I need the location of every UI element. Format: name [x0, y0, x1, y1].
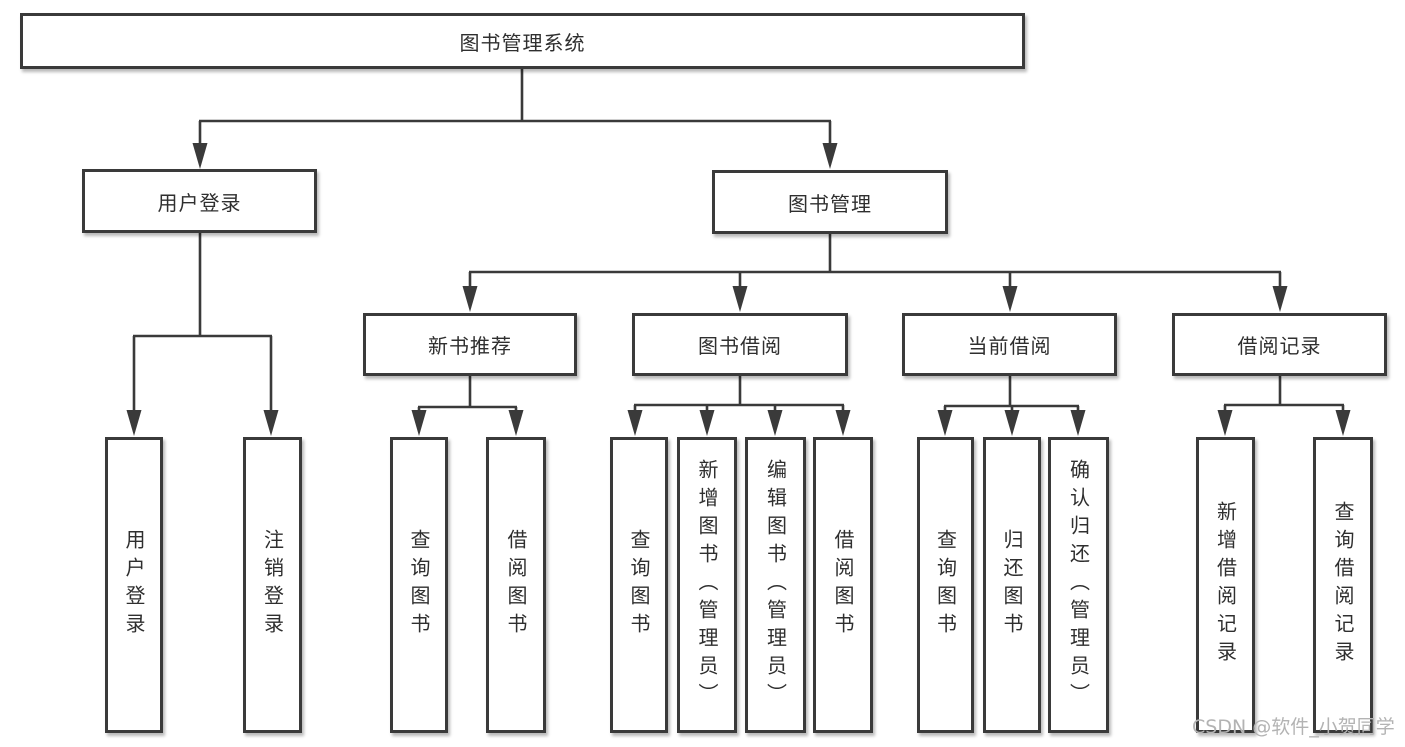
node-current-borrow: 当前借阅	[902, 313, 1117, 376]
connector-root-branch	[192, 69, 838, 169]
leaf-newrec-borrow-books-label: 借阅图书	[504, 529, 528, 641]
node-book-borrow: 图书借阅	[632, 313, 848, 376]
node-borrow-records: 借阅记录	[1172, 313, 1387, 376]
leaf-borrow-add-books-admin-label: 新增图书（管理员）	[695, 459, 719, 711]
leaf-borrow-borrow-books-label: 借阅图书	[831, 529, 855, 641]
leaf-records-query-record-label: 查询借阅记录	[1331, 501, 1355, 669]
node-current-borrow-label: 当前借阅	[967, 334, 1052, 358]
leaf-borrow-edit-books-admin-label: 编辑图书（管理员）	[763, 459, 788, 711]
node-library-system: 图书管理系统	[20, 13, 1025, 69]
node-borrow-records-label: 借阅记录	[1237, 334, 1322, 358]
connector-user-login-branch	[126, 233, 279, 436]
connector-book-management-branch	[462, 234, 1288, 312]
leaf-newrec-query-books-label: 查询图书	[407, 529, 431, 641]
leaf-logout: 注销登录	[243, 437, 302, 733]
leaf-current-confirm-return-admin-label: 确认归还（管理员）	[1066, 459, 1091, 711]
leaf-borrow-edit-books-admin: 编辑图书（管理员）	[745, 437, 806, 733]
watermark: CSDN @软件_小贺同学	[1192, 716, 1395, 738]
node-library-system-label: 图书管理系统	[459, 30, 586, 55]
leaf-borrow-add-books-admin: 新增图书（管理员）	[677, 437, 737, 733]
node-user-login: 用户登录	[82, 169, 317, 233]
leaf-logout-label: 注销登录	[260, 529, 285, 641]
leaf-records-query-record: 查询借阅记录	[1313, 437, 1373, 733]
leaf-current-return-books-label: 归还图书	[1000, 529, 1024, 641]
leaf-current-return-books: 归还图书	[983, 437, 1041, 733]
leaf-borrow-query-books-label: 查询图书	[627, 529, 651, 641]
node-book-management-label: 图书管理	[788, 191, 872, 216]
leaf-borrow-query-books: 查询图书	[610, 437, 668, 733]
leaf-newrec-borrow-books: 借阅图书	[486, 437, 546, 733]
leaf-current-confirm-return-admin: 确认归还（管理员）	[1048, 437, 1109, 733]
node-user-login-label: 用户登录	[157, 190, 242, 215]
leaf-current-query-books-label: 查询图书	[933, 529, 958, 641]
node-new-book-recommend-label: 新书推荐	[428, 334, 512, 358]
connector-book-borrow-branch	[627, 376, 851, 436]
connector-new-book-recommend-branch	[411, 376, 524, 436]
leaf-borrow-borrow-books: 借阅图书	[813, 437, 873, 733]
leaf-current-query-books: 查询图书	[917, 437, 974, 733]
node-book-borrow-label: 图书借阅	[698, 334, 782, 358]
connector-current-borrow-branch	[937, 376, 1086, 436]
leaf-user-login: 用户登录	[105, 437, 163, 733]
connector-borrow-records-branch	[1217, 376, 1351, 436]
leaf-records-add-record: 新增借阅记录	[1196, 437, 1255, 733]
leaf-user-login-label: 用户登录	[122, 529, 146, 641]
node-book-management: 图书管理	[712, 170, 948, 234]
leaf-records-add-record-label: 新增借阅记录	[1213, 501, 1238, 669]
leaf-newrec-query-books: 查询图书	[390, 437, 448, 733]
node-new-book-recommend: 新书推荐	[363, 313, 577, 376]
